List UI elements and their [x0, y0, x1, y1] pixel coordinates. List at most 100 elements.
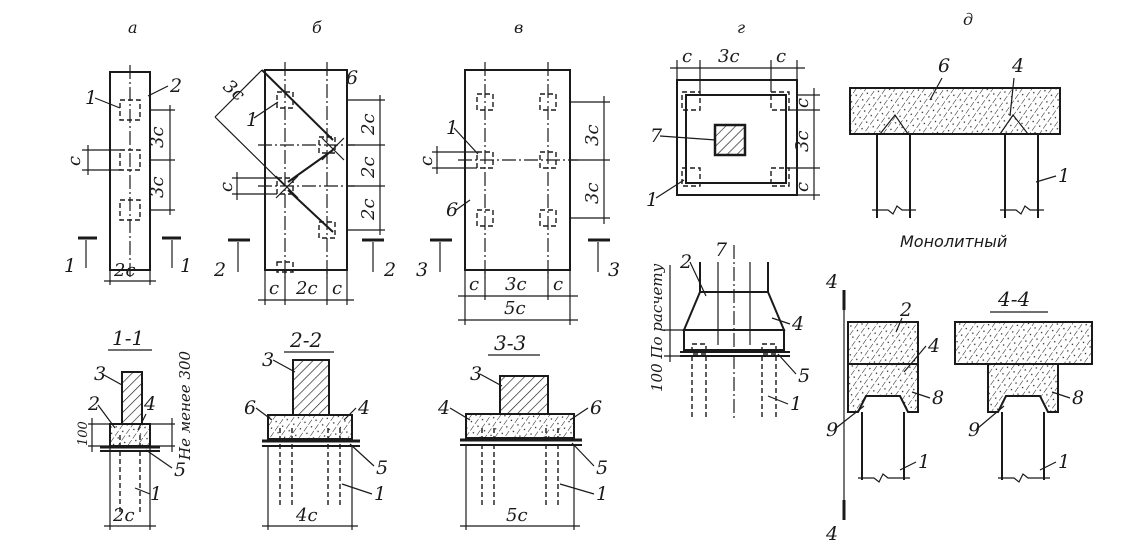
v-dim-c-bottom-right: c — [553, 274, 563, 295]
v-sec-label-1: 1 — [596, 483, 608, 505]
g-label-1: 1 — [646, 189, 658, 211]
v-label-1: 1 — [446, 117, 458, 139]
v-section-mark-left: 3 — [416, 259, 428, 281]
v-dim-3c-bottom: 3c — [505, 274, 527, 295]
g-dim-100-rascheta: 100 По расчету — [648, 263, 666, 392]
v-label-6: 6 — [446, 199, 458, 221]
a-sec-label-3: 3 — [94, 363, 106, 385]
a-sec-label-2: 2 — [87, 393, 100, 415]
g-elev-label-4: 4 — [791, 313, 804, 335]
panel-g-plan: c 3c c c 3c c 7 1 — [646, 46, 820, 211]
d-caption-monolithic: Монолитный — [900, 232, 1007, 251]
a-sec-label-1: 1 — [150, 483, 162, 505]
v-dim-c: c — [416, 156, 437, 166]
panel-b-section: 2-2 4c 3 6 4 5 1 — [244, 328, 388, 530]
v-sec-label-4: 4 — [437, 397, 450, 419]
a-dim-c: c — [64, 156, 85, 166]
b-dim-2c-1: 2c — [358, 113, 379, 136]
panel-d-letter: д — [963, 10, 973, 29]
d-label-1: 1 — [1058, 165, 1070, 187]
b-sec-label-1: 1 — [374, 483, 386, 505]
d-label-4: 4 — [1011, 55, 1024, 77]
panel-g-elevation: 100 По расчету 7 2 4 5 1 — [648, 239, 810, 420]
a-sec-label-4: 4 — [143, 393, 156, 415]
g-dim-c-right-bottom: c — [792, 182, 813, 192]
panel-d-monolithic: 6 4 1 Монолитный — [849, 55, 1070, 251]
a-sec-label-5: 5 — [174, 459, 186, 481]
v-section-dim-5c: 5c — [506, 505, 528, 526]
d-elev-label-2: 2 — [899, 299, 912, 321]
g-dim-3c-top: 3c — [718, 46, 740, 67]
d-sec-label-9: 9 — [968, 419, 980, 441]
panel-a-section: 1-1 2c 100 Не менее 300 3 2 4 5 1 — [76, 326, 194, 530]
panel-v-plan: 3c 3c c 1 6 3 3 c 3c c 5c — [416, 62, 620, 325]
d-elev-label-8: 8 — [932, 387, 944, 409]
a-dim-100: 100 — [76, 421, 91, 446]
g-dim-c-top-left: c — [682, 46, 692, 67]
v-dim-5c: 5c — [504, 298, 526, 319]
d-section-title: 4-4 — [997, 287, 1030, 311]
v-sec-label-3: 3 — [470, 363, 482, 385]
panel-b-plan: 3c 2c 2c 2c c 1 6 2 2 c 2c c — [213, 62, 396, 305]
b-dim-c: c — [216, 182, 237, 192]
d-sec-label-8: 8 — [1072, 387, 1084, 409]
d-section-mark-top: 4 — [825, 271, 838, 293]
b-dim-2c-2: 2c — [358, 156, 379, 179]
panel-g-letter: г — [737, 18, 745, 37]
d-section-mark-bottom: 4 — [825, 523, 838, 545]
d-elev-label-1: 1 — [918, 451, 930, 473]
v-section-mark-right: 3 — [608, 259, 620, 281]
b-dim-c-bottom-right: c — [332, 278, 342, 299]
g-dim-c-top-right: c — [776, 46, 786, 67]
v-dim-3c-2: 3c — [582, 182, 603, 204]
panel-b-letter: б — [312, 18, 322, 37]
g-elev-label-5: 5 — [798, 365, 810, 387]
b-sec-label-3: 3 — [262, 349, 274, 371]
b-section-mark-right: 2 — [383, 259, 396, 281]
panel-d-elevation: 4 4 2 4 8 9 1 — [825, 271, 944, 545]
d-label-6: 6 — [938, 55, 950, 77]
v-sec-label-5: 5 — [596, 457, 608, 479]
g-dim-3c-right: 3c — [792, 130, 813, 152]
a-label-1: 1 — [85, 87, 97, 109]
a-section-title: 1-1 — [112, 326, 144, 350]
g-label-7: 7 — [650, 125, 663, 147]
b-sec-label-5: 5 — [376, 457, 388, 479]
panel-d-section: 4-4 8 9 1 — [954, 287, 1093, 483]
a-section-dim-2c: 2c — [112, 505, 135, 526]
d-elev-label-9: 9 — [826, 419, 838, 441]
a-section-mark-right: 1 — [180, 255, 192, 277]
b-dim-3c: 3c — [219, 76, 249, 106]
a-section-mark-left: 1 — [64, 255, 76, 277]
panel-v-letter: в — [514, 18, 523, 37]
a-note-min-300: Не менее 300 — [176, 350, 194, 461]
b-dim-2c-bottom: 2c — [295, 278, 318, 299]
a-dim-3c-2: 3c — [147, 176, 168, 198]
g-elev-label-1: 1 — [790, 393, 802, 415]
panel-a-plan: 3c 3c c 1 2 1 1 2c — [64, 65, 192, 285]
v-sec-label-6: 6 — [590, 397, 602, 419]
b-sec-label-4: 4 — [357, 397, 370, 419]
b-label-6: 6 — [346, 67, 358, 89]
d-sec-label-1: 1 — [1058, 451, 1070, 473]
b-sec-label-6: 6 — [244, 397, 256, 419]
v-dim-c-bottom-left: c — [469, 274, 479, 295]
b-label-1: 1 — [246, 109, 258, 131]
g-dim-c-right-top: c — [792, 98, 813, 108]
b-section-title: 2-2 — [289, 328, 322, 352]
panel-a-letter: а — [128, 18, 138, 37]
v-section-title: 3-3 — [494, 331, 526, 355]
b-section-dim-4c: 4c — [295, 505, 318, 526]
g-elev-label-2: 2 — [679, 251, 692, 273]
b-section-mark-left: 2 — [213, 259, 226, 281]
a-label-2: 2 — [169, 75, 182, 97]
b-dim-c-bottom-left: c — [269, 278, 279, 299]
d-elev-label-4: 4 — [927, 335, 940, 357]
b-dim-2c-3: 2c — [358, 198, 379, 221]
panel-v-section: 3-3 5c 3 4 6 5 1 — [437, 331, 608, 530]
g-elev-label-7: 7 — [715, 239, 728, 261]
v-dim-3c-1: 3c — [582, 124, 603, 146]
a-dim-3c-1: 3c — [147, 126, 168, 148]
a-dim-2c: 2c — [113, 260, 136, 281]
